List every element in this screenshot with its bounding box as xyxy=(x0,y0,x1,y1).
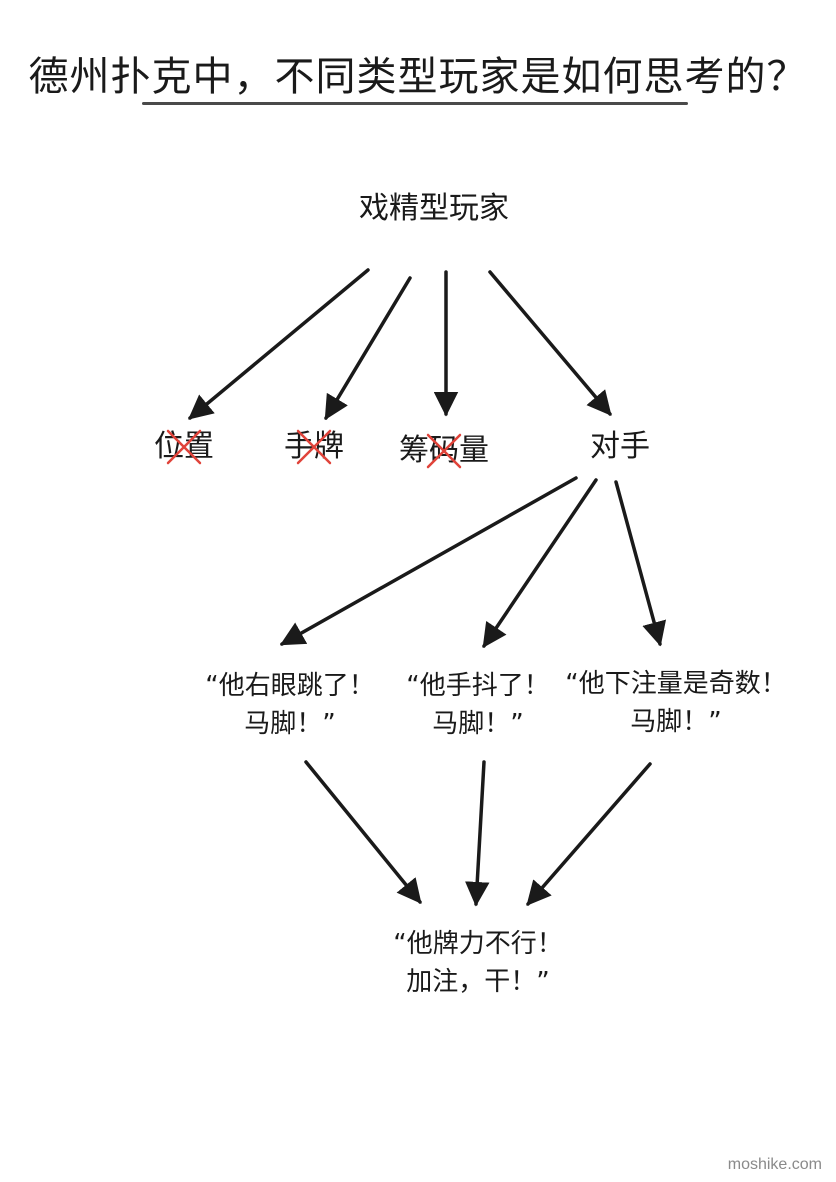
conclusion: “他牌力不行！ 加注，干！” xyxy=(393,926,562,1001)
factor-chips-text: 筹码量 xyxy=(399,432,489,470)
arrow-root-to-hand xyxy=(324,276,412,421)
factor-position: 位置 xyxy=(154,428,214,466)
quote-2: “他手抖了！ 马脚！” xyxy=(406,668,549,743)
quote-3: “他下注量是奇数！ 马脚！” xyxy=(565,666,786,741)
factor-opponent: 对手 xyxy=(590,429,650,464)
arrow-root-to-opponent xyxy=(488,270,612,416)
quote-2-line-2: 马脚！” xyxy=(432,708,524,739)
arrow-opponent-to-quote-2 xyxy=(482,478,598,649)
quote-1: “他右眼跳了！ 马脚！” xyxy=(205,668,374,743)
watermark: moshike.com xyxy=(727,1156,822,1173)
arrow-quote-2-to-conclusion xyxy=(465,760,490,907)
title-underline xyxy=(142,102,688,105)
arrow-quote-3-to-conclusion xyxy=(526,762,652,906)
conclusion-line-2: 加注，干！” xyxy=(406,966,550,997)
factor-hand-text: 手牌 xyxy=(284,428,344,466)
conclusion-line-1: “他牌力不行！ xyxy=(393,929,563,959)
root-node: 戏精型玩家 xyxy=(359,191,509,226)
arrow-opponent-to-quote-3 xyxy=(614,480,667,647)
quote-2-line-1: “他手抖了！ xyxy=(406,671,550,701)
arrow-quote-1-to-conclusion xyxy=(304,760,422,904)
factor-chips: 筹码量 xyxy=(399,432,489,470)
arrow-opponent-to-quote-1 xyxy=(279,476,578,646)
quote-3-line-1: “他下注量是奇数！ xyxy=(565,669,787,699)
arrow-root-to-position xyxy=(188,268,370,420)
quote-3-line-2: 马脚！” xyxy=(630,706,722,737)
quote-1-line-1: “他右眼跳了！ xyxy=(205,671,375,701)
factor-hand: 手牌 xyxy=(284,428,344,466)
factor-position-text: 位置 xyxy=(154,428,214,466)
quote-1-line-2: 马脚！” xyxy=(244,708,336,739)
diagram-title: 德州扑克中，不同类型玩家是如何思考的？ xyxy=(28,54,808,100)
